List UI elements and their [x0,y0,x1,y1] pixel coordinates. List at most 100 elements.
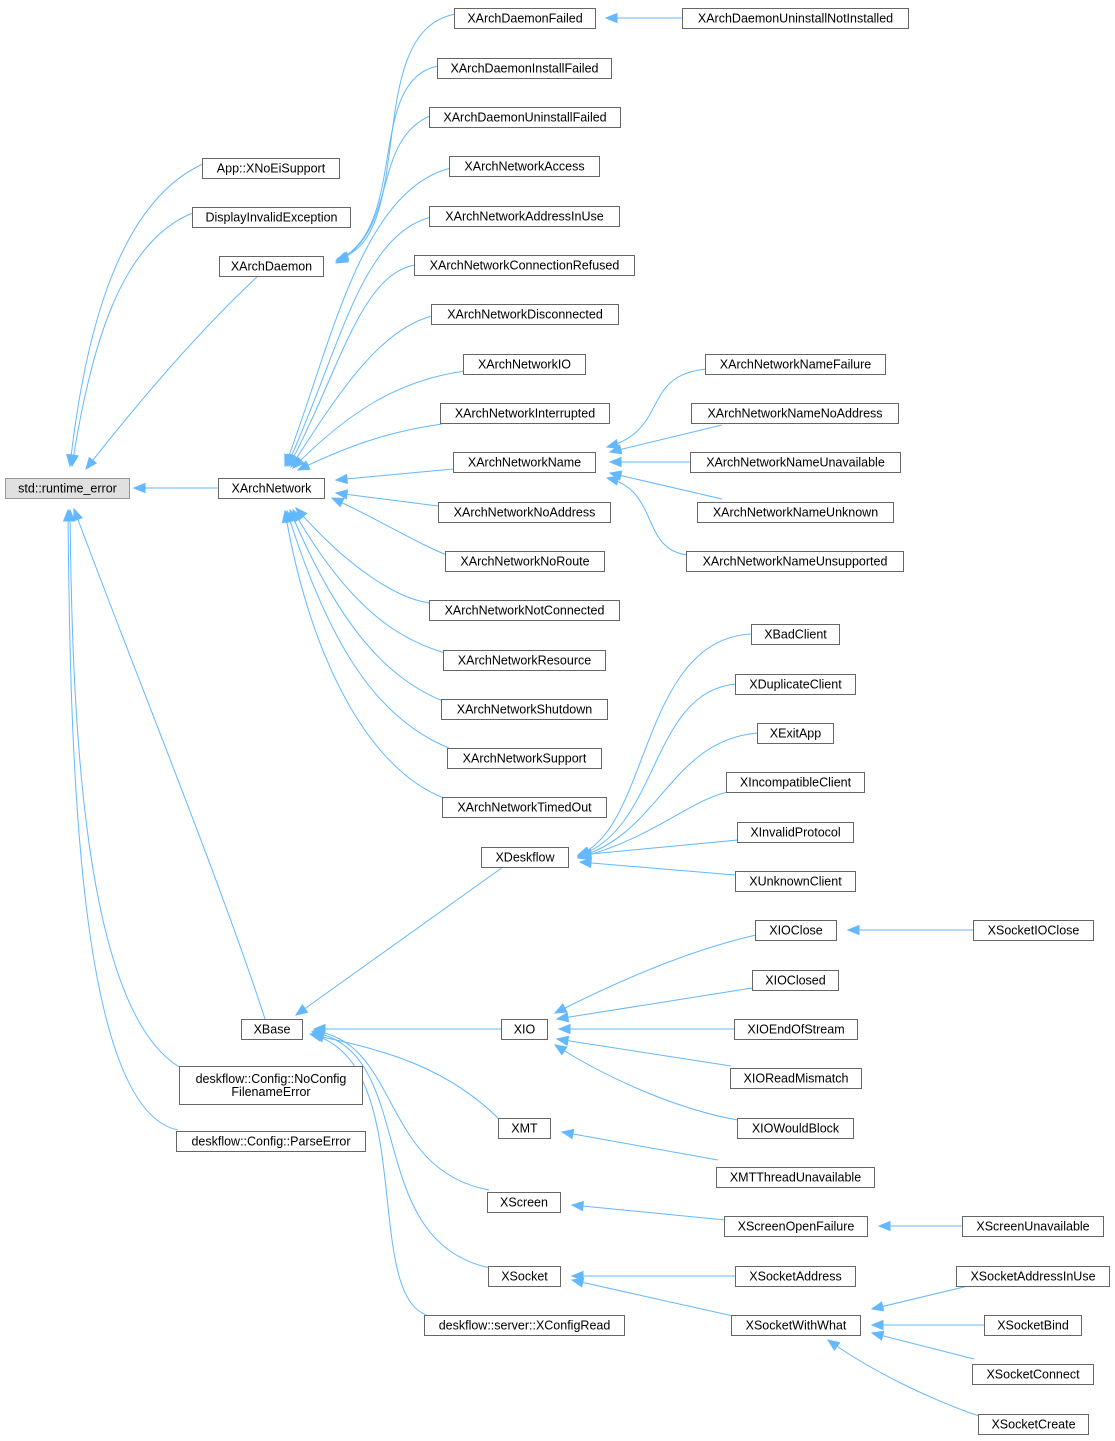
class-node-xdf[interactable]: XDeskflow [481,847,569,868]
edge-line [331,497,448,556]
class-node-box [705,354,886,375]
class-node-xscreate[interactable]: XSocketCreate [978,1414,1089,1435]
class-node-xioc[interactable]: XIOClose [755,920,837,941]
class-node-xana[interactable]: XArchNetworkAccess [449,156,600,177]
edge-arrowhead [308,1031,323,1042]
class-node-xan[interactable]: XArchNetwork [218,478,325,499]
class-node-xanna[interactable]: XArchNetworkNoAddress [438,502,611,523]
class-node-xsc[interactable]: XSocketConnect [972,1364,1094,1385]
edge-xanio-to-xan [292,370,466,469]
class-node-xanto[interactable]: XArchNetworkTimedOut [442,797,607,818]
class-node-xb[interactable]: XBase [241,1019,303,1040]
class-node-xsww[interactable]: XSocketWithWhat [731,1315,861,1336]
edge-line [577,683,738,857]
class-node-box [690,452,901,473]
edge-line [297,423,443,471]
class-node-xscr[interactable]: XScreen [487,1192,561,1213]
edge-arrowhead [553,1044,568,1056]
class-node-xiorm[interactable]: XIOReadMismatch [730,1068,862,1089]
class-node-box [5,478,130,499]
class-node-xansp[interactable]: XArchNetworkSupport [447,748,602,769]
class-node-label: XArchNetworkNoAddress [454,506,596,520]
class-node-box [730,1068,862,1089]
class-node-xaduni[interactable]: XArchDaemonUninstallNotInstalled [682,8,909,29]
class-node-cpe[interactable]: deskflow::Config::ParseError [176,1131,366,1152]
class-node-xmt[interactable]: XMT [498,1118,551,1139]
edge-xad-to-rt [85,275,259,471]
class-node-xdc[interactable]: XDuplicateClient [735,674,856,695]
class-node-xanio[interactable]: XArchNetworkIO [463,354,586,375]
class-node-xio[interactable]: XIO [501,1019,548,1040]
edge-xanint-to-xan [296,423,443,471]
class-node-box [737,822,854,843]
edge-xioe-to-xio [557,1023,734,1035]
class-node-label: XArchNetworkInterrupted [455,407,595,421]
class-node-xannr[interactable]: XArchNetworkNoRoute [445,551,605,572]
edge-xannna-to-xann [608,424,723,455]
class-node-label: DisplayInvalidException [205,211,337,225]
edge-arrowhead [85,456,98,471]
class-node-xbc[interactable]: XBadClient [751,624,840,645]
class-node-xic[interactable]: XIncompatibleClient [726,772,865,793]
class-node-xannf[interactable]: XArchNetworkNameFailure [705,354,886,375]
class-node-xioe[interactable]: XIOEndOfStream [734,1019,858,1040]
class-node-box [441,699,608,720]
class-node-xip[interactable]: XInvalidProtocol [737,822,854,843]
class-node-label: XArchDaemonInstallFailed [451,62,599,76]
edge-line [71,211,196,467]
class-node-xad[interactable]: XArchDaemon [219,256,324,277]
class-node-xmttu[interactable]: XMTThreadUnavailable [716,1167,875,1188]
class-node-xsock[interactable]: XSocket [488,1266,561,1287]
class-node-label: XArchNetworkConnectionRefused [430,259,620,273]
class-node-die[interactable]: DisplayInvalidException [192,207,351,228]
class-node-xea[interactable]: XExitApp [757,723,834,744]
class-node-xadf[interactable]: XArchDaemonFailed [454,8,596,29]
class-node-label: XBase [254,1023,291,1037]
class-node-xans[interactable]: XArchNetworkShutdown [441,699,608,720]
class-node-xsof[interactable]: XScreenOpenFailure [724,1216,868,1237]
class-node-box [443,650,606,671]
class-node-xancr[interactable]: XArchNetworkConnectionRefused [414,255,635,276]
class-node-noei[interactable]: App::XNoEiSupport [202,158,340,179]
edge-xip-to-xdf [578,839,739,860]
class-node-xiowb[interactable]: XIOWouldBlock [737,1118,854,1139]
class-node-xanr[interactable]: XArchNetworkResource [443,650,606,671]
class-node-xand[interactable]: XArchNetworkDisconnected [431,304,619,325]
class-node-box [431,304,619,325]
class-node-label: XBadClient [764,628,827,642]
edge-line [577,633,752,856]
class-node-box [737,1118,854,1139]
class-node-scr[interactable]: deskflow::server::XConfigRead [424,1315,625,1336]
class-node-xuc[interactable]: XUnknownClient [735,871,856,892]
edge-xsaiu-to-xsww [870,1285,969,1312]
edge-xansp-to-xan [285,509,450,749]
edge-line [335,114,433,264]
edge-xannuk-to-xann [608,470,723,500]
class-node-rt[interactable]: std::runtime_error [5,478,130,499]
class-node-xanaiu[interactable]: XArchNetworkAddressInUse [429,206,620,227]
class-node-xsu[interactable]: XScreenUnavailable [962,1216,1104,1237]
class-node-xadif[interactable]: XArchDaemonInstallFailed [437,58,612,79]
class-node-xiocd[interactable]: XIOClosed [752,970,839,991]
class-node-xann[interactable]: XArchNetworkName [453,452,596,473]
class-node-xannu[interactable]: XArchNetworkNameUnavailable [690,452,901,473]
edge-xaduni-to-xadf [604,12,682,24]
class-node-xannus[interactable]: XArchNetworkNameUnsupported [686,551,904,572]
class-node-xsa[interactable]: XSocketAddress [735,1266,856,1287]
class-node-xsioc[interactable]: XSocketIOClose [973,920,1094,941]
class-node-xanint[interactable]: XArchNetworkInterrupted [440,403,610,424]
class-node-xannna[interactable]: XArchNetworkNameNoAddress [691,403,899,424]
class-node-xsaiu[interactable]: XSocketAddressInUse [956,1266,1110,1287]
class-node-box [447,748,602,769]
class-node-xsb[interactable]: XSocketBind [984,1315,1082,1336]
edge-noei-to-rt [66,162,206,468]
class-node-xaduf[interactable]: XArchDaemonUninstallFailed [429,107,621,128]
class-node-label: XArchNetworkDisconnected [447,308,603,322]
edge-line [284,510,445,799]
class-nodes: std::runtime_error App::XNoEiSupportDispl… [5,8,1110,1435]
edge-xancr-to-xan [288,264,416,468]
class-node-xannc[interactable]: XArchNetworkNotConnected [429,600,620,621]
edge-arrowhead [578,857,592,869]
class-node-xannuk[interactable]: XArchNetworkNameUnknown [697,502,894,523]
